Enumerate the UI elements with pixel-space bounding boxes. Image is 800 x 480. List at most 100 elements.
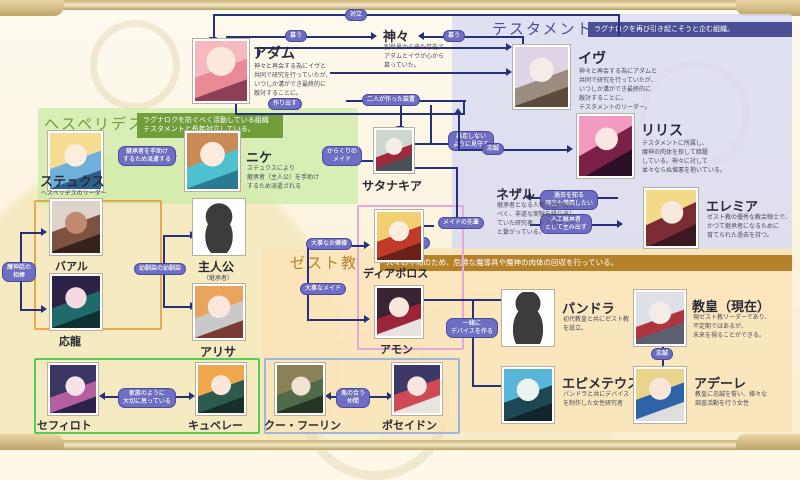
edge-label: 幼馴染の幼馴染 — [134, 263, 187, 276]
frame-corner-bottom-right — [736, 434, 800, 450]
edge-label: 人工継承者 として生み出す — [540, 214, 592, 235]
character-desc: 継承者となる人物を生み出す べく、非道な実験を繰り返し ていた研究者。テスタメン… — [497, 202, 576, 236]
arrowhead-icon — [525, 193, 531, 201]
avatar-styx[interactable] — [48, 131, 103, 191]
avatar-alisa[interactable] — [193, 284, 245, 340]
edge-label: 作り出す — [268, 98, 303, 111]
subgroup-outline-diabolos-amon — [357, 205, 464, 350]
character-desc: 初代教皇と共にゼスト教 を設立。 — [563, 316, 630, 332]
avatar-eremia[interactable] — [644, 188, 698, 248]
frame-bottom-border — [0, 440, 800, 450]
group-title-testament: テスタメント — [492, 20, 594, 38]
avatar-amon[interactable] — [375, 286, 423, 338]
edge-line — [400, 100, 402, 128]
character-name: アモン — [380, 343, 413, 356]
edge-line — [458, 113, 460, 149]
character-name: ニケ — [246, 151, 273, 166]
character-name: エピメテウス — [562, 377, 641, 392]
character-name: アリサ — [200, 345, 237, 359]
avatar-eve[interactable] — [513, 45, 570, 109]
frame-corner-top-right — [736, 0, 800, 16]
edge-label: 忠誠 — [651, 348, 674, 361]
avatar-cybele[interactable] — [196, 363, 246, 415]
avatar-pandora[interactable] — [502, 290, 554, 346]
avatar-adele[interactable] — [634, 367, 686, 423]
arrowhead-icon — [506, 68, 512, 76]
edge-label: 家族のように 大切に思っている — [118, 388, 176, 409]
edge-label: 過去を知る 現在も憎悪したい — [540, 190, 599, 211]
avatar-sephirot[interactable] — [48, 363, 98, 415]
avatar-ouryu[interactable] — [50, 274, 102, 330]
edge-label: 慕う — [285, 30, 308, 43]
character-name: 応龍 — [59, 335, 81, 348]
avatar-epimetheus[interactable] — [502, 367, 554, 423]
edge-line — [414, 167, 458, 169]
character-name: エレミア — [706, 200, 759, 215]
character-name: 教皇（現在） — [692, 300, 771, 315]
avatar-diabolos[interactable] — [375, 210, 423, 262]
edge-line — [235, 103, 237, 115]
edge-label: 忠誠 — [482, 143, 505, 156]
arrowhead-icon — [567, 145, 573, 153]
character-name: パンドラ — [562, 302, 615, 317]
edge-label: 慕う — [443, 30, 466, 43]
character-desc: 現ゼスト教リーダーであり、 不定期ではあるが、 未来を視ることができる。 — [693, 314, 771, 339]
character-desc: パンドラと共にデバイス を制作した女性研究者 — [563, 391, 630, 407]
character-name: 主人公 — [198, 260, 235, 274]
arrowhead-icon — [506, 43, 512, 51]
edge-line — [522, 36, 524, 50]
edge-line — [213, 14, 215, 39]
character-name: アデーレ — [694, 377, 747, 392]
edge-line — [307, 319, 365, 321]
gear-watermark-icon — [90, 20, 180, 110]
character-desc: 教皇に忠誠を誓い、様々な 調査活動を行う女性 — [695, 391, 768, 407]
avatar-protagonist[interactable] — [193, 199, 245, 255]
avatar-poseidon[interactable] — [392, 363, 442, 415]
avatar-baal[interactable] — [50, 199, 102, 255]
character-name: 神々 — [383, 30, 410, 45]
edge-line — [414, 225, 434, 227]
character-name: ディアボロス — [363, 267, 429, 280]
avatar-nike[interactable] — [185, 131, 240, 191]
arrowhead-icon — [418, 32, 424, 40]
edge-label: メイドの先輩 — [438, 217, 485, 230]
edge-line — [414, 299, 474, 301]
edge-line — [20, 232, 42, 234]
subgroup-outline-sephirot-cybele — [34, 358, 260, 434]
edge-label: 馬の合う 仲間 — [336, 388, 371, 409]
arrowhead-icon — [371, 32, 377, 40]
character-desc: 別世界から来た存在で、 アダムとイヴが心から 慕っていた。 — [384, 44, 450, 69]
arrowhead-icon — [41, 228, 47, 236]
character-desc: テスタメントに所属し、 魔神の肉体を探して暗躍 している。神々に対して 並々なら… — [642, 140, 726, 174]
edge-line — [472, 299, 474, 385]
character-name: イヴ — [578, 51, 606, 67]
group-tagline-zest: 人々の平和のため、危険な魔導具や魔神の肉体の回収を行っている。 — [380, 255, 792, 272]
group-title-zest: ゼスト教 — [290, 254, 359, 272]
edge-line — [213, 14, 620, 16]
arrowhead-icon — [454, 108, 462, 114]
edge-label: 一緒に デバイスを作る — [446, 318, 498, 339]
arrowhead-icon — [41, 305, 47, 313]
edge-label: 継承者を手助け するため派遣する — [118, 146, 177, 167]
avatar-adam[interactable] — [193, 39, 249, 103]
arrowhead-icon — [387, 392, 393, 400]
avatar-lilith[interactable] — [577, 114, 634, 178]
edge-line — [257, 47, 507, 49]
avatar-pope[interactable] — [634, 290, 686, 346]
edge-line — [163, 235, 191, 237]
character-desc: 神々と再会する為にイヴと 共同で研究を行っていたが、 いつしか溝ができ最終的に … — [254, 63, 332, 97]
character-name: ステュクス — [40, 175, 105, 190]
group-title-hesperides: ヘスペリデス — [44, 115, 145, 133]
edge-line — [618, 14, 620, 36]
arrowhead-icon — [364, 241, 370, 249]
character-name: キュベレー — [188, 419, 243, 432]
edge-line — [414, 143, 452, 145]
character-name: ポセイドン — [382, 419, 437, 432]
avatar-cuchulainn[interactable] — [275, 363, 325, 415]
avatar-satanakia[interactable] — [374, 128, 414, 173]
arrowhead-icon — [325, 392, 331, 400]
edge-label: 大事なお嬢様 — [306, 238, 353, 251]
edge-line — [257, 47, 259, 57]
edge-label: 対立 — [345, 9, 368, 22]
character-name: アダム — [253, 46, 295, 62]
